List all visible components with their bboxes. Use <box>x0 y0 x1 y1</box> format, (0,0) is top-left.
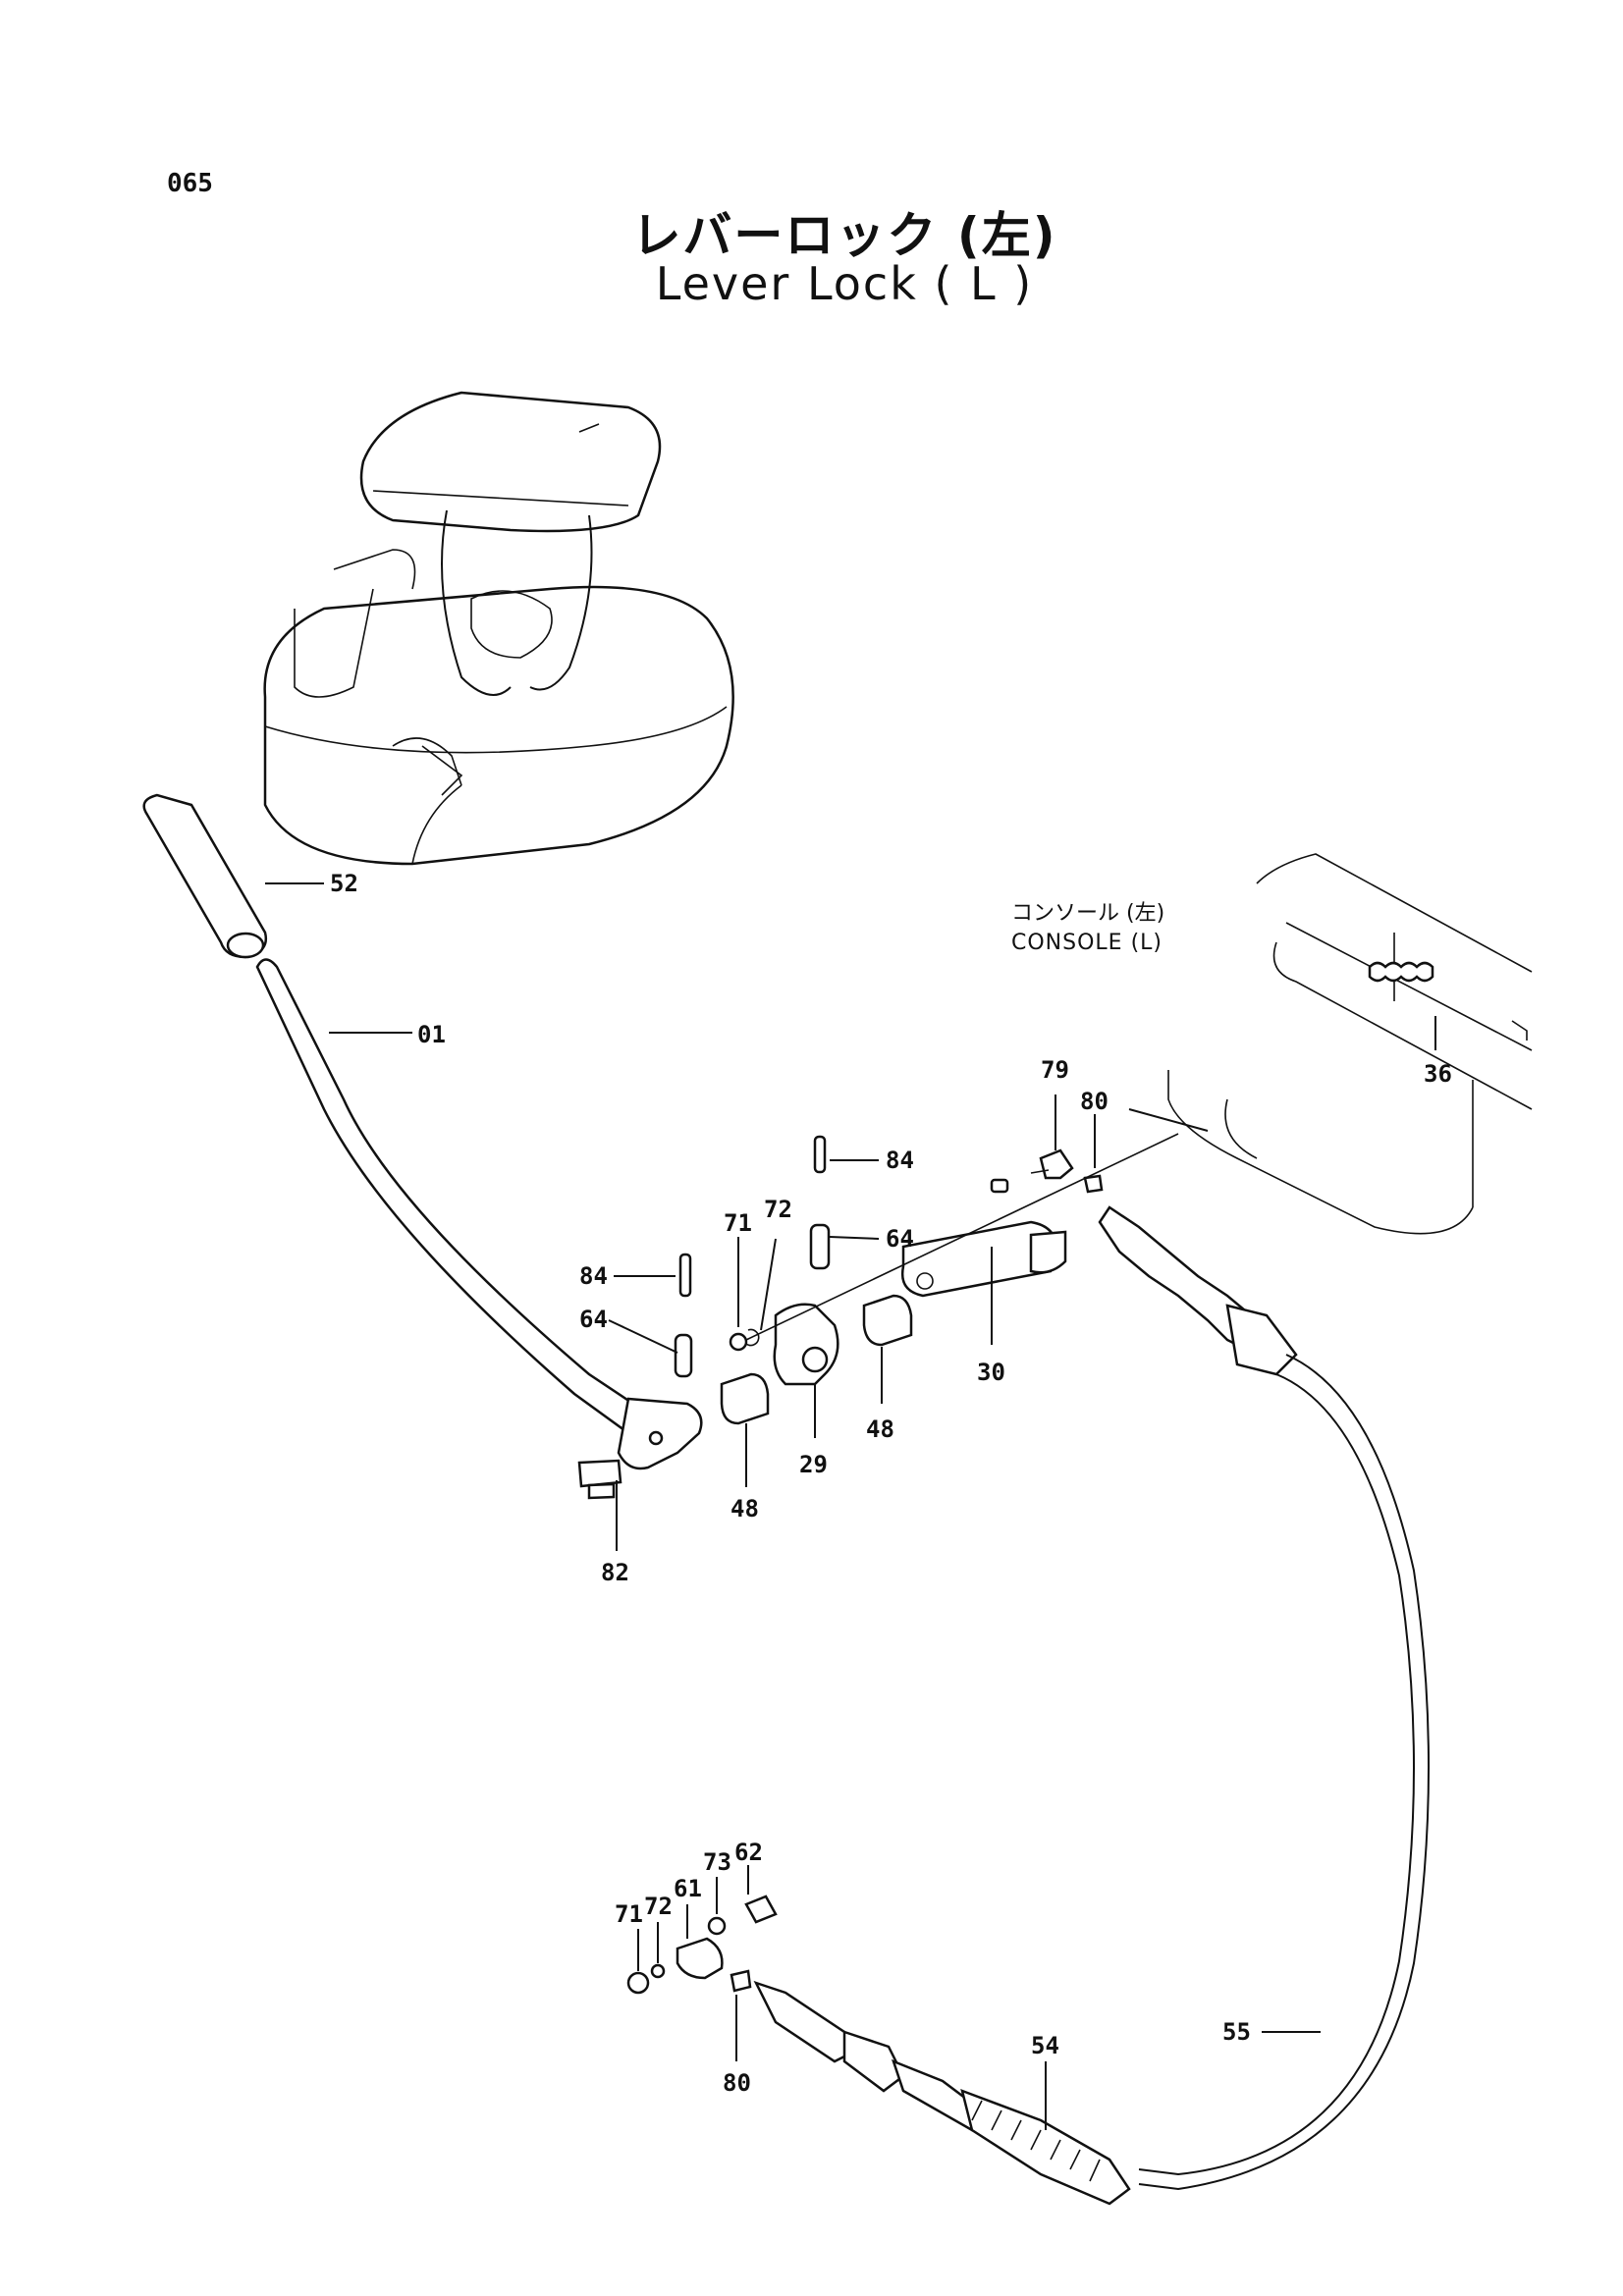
pin-and-bushing-parts <box>674 1133 1179 1425</box>
cable-assembly <box>626 1205 1430 2206</box>
part-label-29: 29 <box>799 1451 828 1478</box>
part-label-71-upper: 71 <box>724 1209 752 1237</box>
part-label-30: 30 <box>977 1359 1005 1386</box>
part-label-62: 62 <box>734 1839 763 1866</box>
part-label-80-lower: 80 <box>723 2069 751 2097</box>
part-label-48-right: 48 <box>866 1415 894 1443</box>
lever-assembly <box>142 793 703 1500</box>
part-label-52: 52 <box>330 870 358 897</box>
part-label-84-lower: 84 <box>579 1262 608 1290</box>
part-label-72-lower: 72 <box>644 1893 673 1920</box>
console-label-english: CONSOLE (L) <box>1011 931 1163 955</box>
title-english: Lever Lock ( L ) <box>655 257 1034 310</box>
part-label-64-lower: 64 <box>579 1306 608 1333</box>
title-japanese: レバーロック (左) <box>631 207 1057 264</box>
part-label-54: 54 <box>1031 2032 1059 2059</box>
part-label-48-left: 48 <box>730 1495 759 1522</box>
part-label-64-upper: 64 <box>886 1225 914 1253</box>
part-label-01: 01 <box>417 1021 446 1048</box>
part-label-84-upper: 84 <box>886 1147 914 1174</box>
page-number: 065 <box>167 169 213 198</box>
machine-overview-illustration <box>263 391 734 866</box>
part-number-labels: 52 01 36 79 80 84 71 72 64 84 64 30 48 2… <box>330 870 1452 2097</box>
part-label-79: 79 <box>1041 1056 1069 1084</box>
console-illustration <box>1167 853 1533 1235</box>
part-label-73: 73 <box>703 1848 731 1876</box>
part-label-55: 55 <box>1222 2018 1251 2046</box>
part-label-36: 36 <box>1424 1060 1452 1088</box>
part-label-82: 82 <box>601 1559 629 1586</box>
part-label-61: 61 <box>674 1875 702 1902</box>
leader-lines <box>265 882 1436 2130</box>
part-label-80-upper: 80 <box>1080 1088 1109 1115</box>
part-label-71-lower: 71 <box>615 1900 643 1928</box>
console-label-japanese: コンソール (左) <box>1011 901 1165 926</box>
part-label-72-upper: 72 <box>764 1196 792 1223</box>
